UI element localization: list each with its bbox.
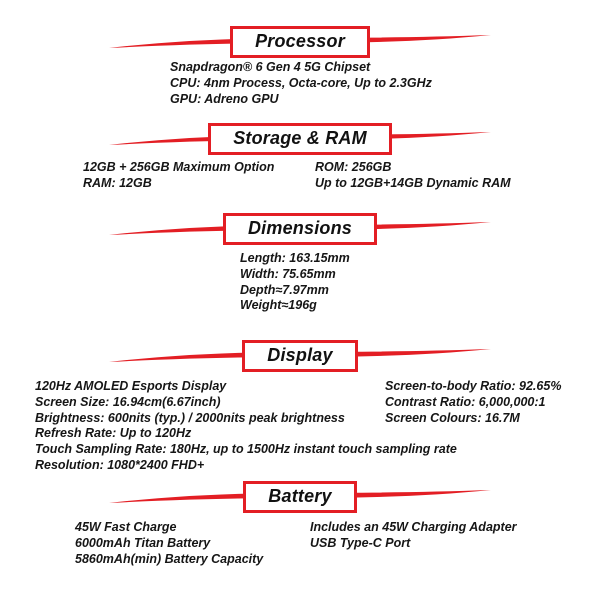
- section-header-processor: Processor: [0, 26, 600, 58]
- spec-line: 120Hz AMOLED Esports Display: [35, 379, 227, 393]
- section-title-box: Battery: [243, 481, 357, 513]
- section-header-battery: Battery: [0, 481, 600, 513]
- spec-line: Snapdragon® 6 Gen 4 5G Chipset: [170, 60, 371, 74]
- display-specs-right: Screen-to-body Ratio: 92.65% Contrast Ra…: [385, 379, 561, 426]
- spec-line: Contrast Ratio: 6,000,000:1: [385, 394, 546, 409]
- battery-specs-left: 45W Fast Charge 6000mAh Titan Battery 58…: [75, 520, 263, 567]
- spec-line: Touch Sampling Rate: 180Hz, up to 1500Hz…: [35, 442, 457, 457]
- section-title-storage-ram: Storage & RAM: [233, 128, 367, 148]
- spec-line: 6000mAh Titan Battery: [75, 535, 211, 550]
- section-header-storage-ram: Storage & RAM: [0, 123, 600, 155]
- section-title-dimensions: Dimensions: [247, 218, 353, 238]
- section-title-battery: Battery: [268, 486, 332, 506]
- spec-line: RAM: 12GB: [83, 175, 152, 190]
- spec-line: Up to 12GB+14GB Dynamic RAM: [315, 175, 511, 190]
- spec-line: Depth≈7.97mm: [240, 282, 329, 297]
- display-specs-left: 120Hz AMOLED Esports Display Screen Size…: [35, 379, 457, 474]
- spec-line: Width: 75.65mm: [240, 266, 336, 281]
- section-title-box: Processor: [230, 26, 370, 58]
- spec-line: Length: 163.15mm: [240, 251, 350, 265]
- spec-line: Refresh Rate: Up to 120Hz: [35, 426, 192, 441]
- spec-line: ROM: 256GB: [315, 160, 392, 174]
- section-title-processor: Processor: [255, 31, 345, 51]
- spec-line: GPU: Adreno GPU: [170, 91, 279, 106]
- dimensions-specs: Length: 163.15mm Width: 75.65mm Depth≈7.…: [240, 251, 350, 314]
- spec-line: Weight≈196g: [240, 298, 317, 313]
- spec-line: Resolution: 1080*2400 FHD+: [35, 457, 205, 472]
- spec-line: 12GB + 256GB Maximum Option: [83, 160, 275, 174]
- storage-specs-left: 12GB + 256GB Maximum Option RAM: 12GB: [83, 160, 274, 192]
- spec-line: 45W Fast Charge: [75, 520, 177, 534]
- storage-specs-right: ROM: 256GB Up to 12GB+14GB Dynamic RAM: [315, 160, 511, 192]
- section-title-box: Storage & RAM: [208, 123, 392, 155]
- spec-line: Screen Size: 16.94cm(6.67inch): [35, 394, 221, 409]
- spec-line: Includes an 45W Charging Adapter: [310, 520, 517, 534]
- section-title-box: Dimensions: [222, 213, 378, 245]
- section-header-dimensions: Dimensions: [0, 213, 600, 245]
- spec-line: 5860mAh(min) Battery Capacity: [75, 551, 264, 566]
- battery-specs-right: Includes an 45W Charging Adapter USB Typ…: [310, 520, 517, 552]
- spec-line: CPU: 4nm Process, Octa-core, Up to 2.3GH…: [170, 75, 432, 90]
- section-title-box: Display: [242, 340, 358, 372]
- spec-line: Screen Colours: 16.7M: [385, 410, 520, 425]
- spec-line: Screen-to-body Ratio: 92.65%: [385, 379, 562, 393]
- processor-specs: Snapdragon® 6 Gen 4 5G Chipset CPU: 4nm …: [170, 60, 432, 107]
- section-title-display: Display: [267, 345, 333, 365]
- spec-line: Brightness: 600nits (typ.) / 2000nits pe…: [35, 410, 345, 425]
- spec-line: USB Type-C Port: [310, 535, 411, 550]
- section-header-display: Display: [0, 340, 600, 372]
